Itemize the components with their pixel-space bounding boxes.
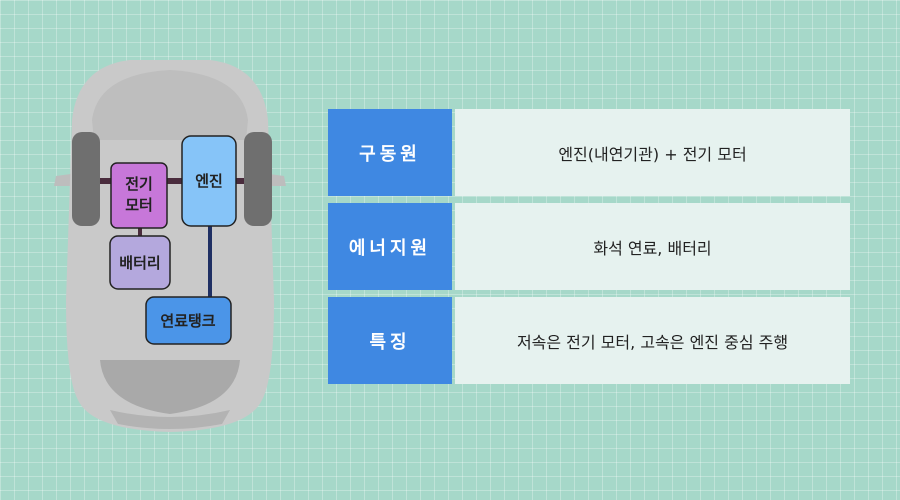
trunk [110, 410, 230, 429]
car-hood [92, 70, 248, 140]
electric-motor-label-line1: 전기 [125, 175, 153, 193]
front-right-tire [244, 132, 272, 226]
battery-box [109, 235, 171, 290]
table-row-features: 특징 저속은 전기 모터, 고속은 엔진 중심 주행 [328, 297, 850, 384]
table-row-energy-source: 에너지원 화석 연료, 배터리 [328, 203, 850, 290]
engine-box [181, 135, 237, 227]
electric-motor-label-line2: 모터 [125, 196, 153, 214]
row-value: 저속은 전기 모터, 고속은 엔진 중심 주행 [455, 297, 850, 384]
rear-windshield [100, 360, 240, 414]
row-value: 화석 연료, 배터리 [455, 203, 850, 290]
hybrid-info-table: 구동원 엔진(내연기관) + 전기 모터 에너지원 화석 연료, 배터리 특징 … [328, 109, 850, 391]
row-value: 엔진(내연기관) + 전기 모터 [455, 109, 850, 196]
car-top-view-diagram: 전기 모터 엔진 배터리 연료탱크 [54, 60, 286, 432]
fuel-tank-box [145, 296, 232, 345]
front-left-tire [72, 132, 100, 226]
engine-label: 엔진 [195, 172, 223, 190]
row-header: 특징 [328, 297, 452, 384]
battery-label: 배터리 [119, 254, 160, 272]
fuel-tank-label: 연료탱크 [160, 312, 215, 330]
row-header: 구동원 [328, 109, 452, 196]
table-row-drive-source: 구동원 엔진(내연기관) + 전기 모터 [328, 109, 850, 196]
electric-motor-box [110, 162, 168, 229]
front-axle [100, 178, 250, 184]
row-header: 에너지원 [328, 203, 452, 290]
